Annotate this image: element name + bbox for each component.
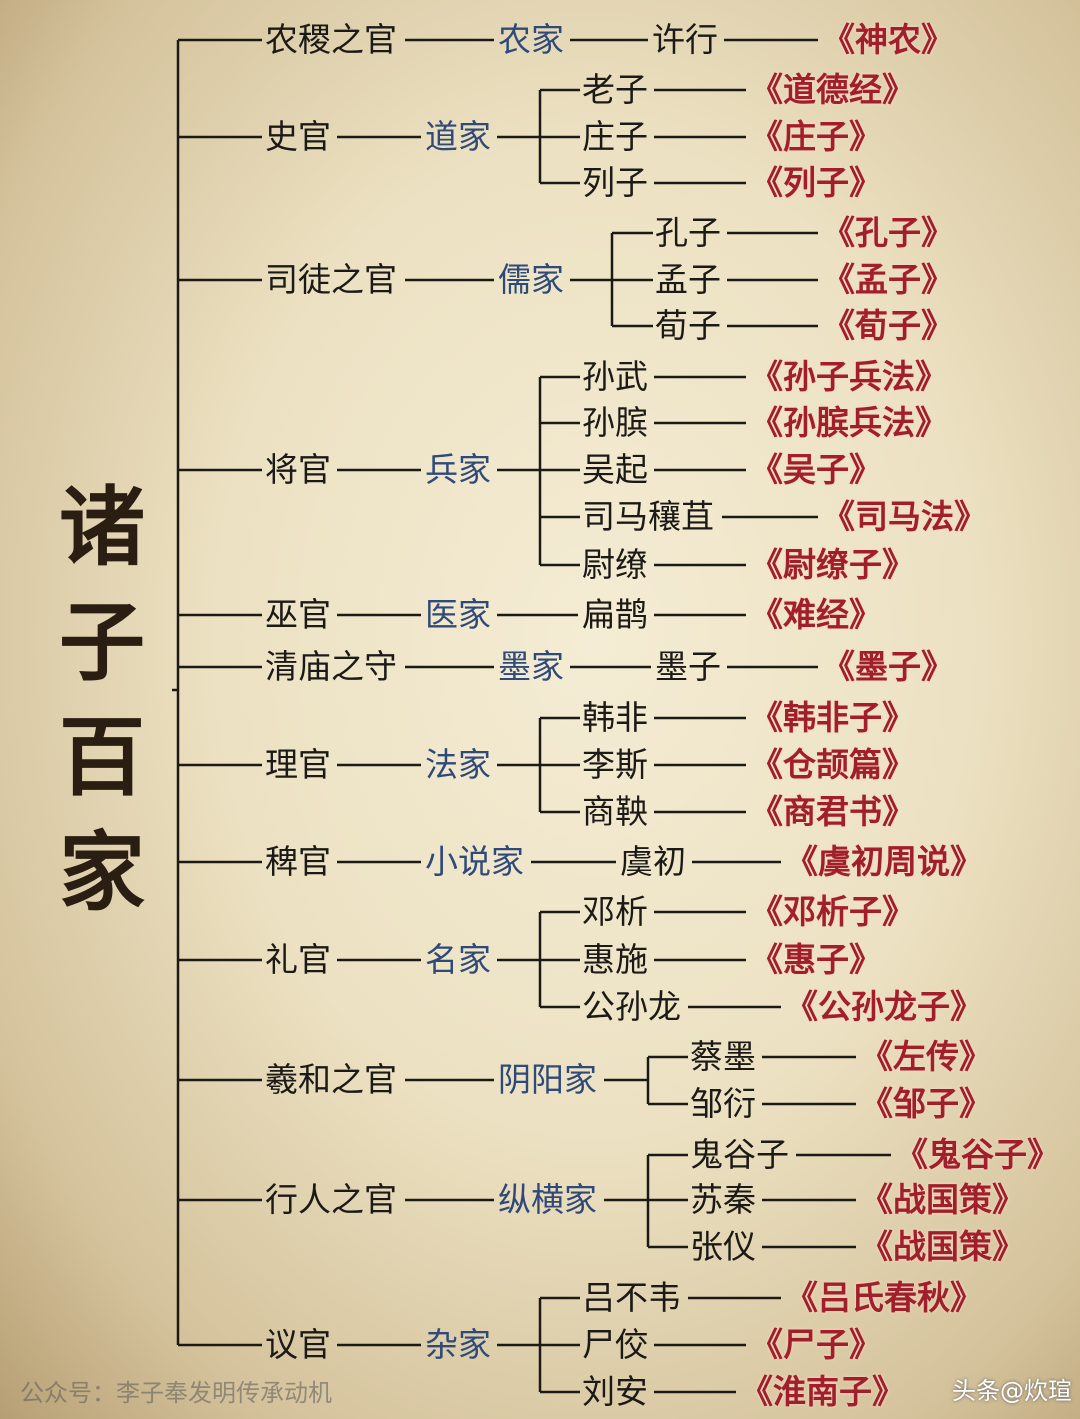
- school-label: 名家: [425, 940, 491, 979]
- person-label: 蔡墨: [690, 1037, 756, 1076]
- person-label: 吕不韦: [582, 1278, 681, 1317]
- person-label: 许行: [652, 20, 718, 59]
- book-title: 《公孙龙子》: [785, 987, 983, 1026]
- diagram-title: 诸 子 百 家: [52, 470, 152, 930]
- book-title: 《吴子》: [750, 450, 882, 489]
- book-title: 《孔子》: [822, 213, 954, 252]
- book-title: 《墨子》: [822, 647, 954, 686]
- person-label: 吴起: [582, 450, 648, 489]
- person-label: 鬼谷子: [690, 1135, 789, 1174]
- official-label: 清庙之守: [265, 647, 397, 686]
- book-title: 《战国策》: [860, 1180, 1025, 1219]
- official-label: 行人之官: [265, 1180, 397, 1219]
- person-label: 老子: [582, 70, 648, 109]
- title-char: 百: [59, 707, 145, 808]
- toutiao-watermark: 头条@炊瑄: [952, 1377, 1072, 1405]
- school-label: 纵横家: [498, 1180, 597, 1219]
- book-title: 《商君书》: [750, 792, 915, 831]
- person-label: 韩非: [582, 698, 648, 737]
- person-label: 司马穰苴: [582, 497, 714, 536]
- school-label: 农家: [498, 20, 564, 59]
- official-label: 司徒之官: [265, 260, 397, 299]
- person-label: 孙武: [582, 357, 648, 396]
- person-label: 尉缭: [582, 545, 648, 584]
- book-title: 《邹子》: [860, 1084, 992, 1123]
- book-title: 《难经》: [750, 595, 882, 634]
- school-label: 儒家: [498, 260, 564, 299]
- book-title: 《列子》: [750, 163, 882, 202]
- school-label: 杂家: [425, 1325, 491, 1364]
- official-label: 农稷之官: [265, 20, 397, 59]
- person-label: 庄子: [582, 117, 648, 156]
- book-title: 《尸子》: [750, 1325, 882, 1364]
- book-title: 《淮南子》: [740, 1372, 905, 1411]
- person-label: 扁鹊: [582, 595, 648, 634]
- person-label: 墨子: [655, 647, 721, 686]
- book-title: 《尉缭子》: [750, 545, 915, 584]
- person-label: 孙膑: [582, 403, 648, 442]
- person-label: 孔子: [655, 213, 721, 252]
- school-label: 医家: [425, 595, 491, 634]
- official-label: 礼官: [265, 940, 331, 979]
- person-label: 荀子: [655, 306, 721, 345]
- book-title: 《邓析子》: [750, 892, 915, 931]
- book-title: 《虞初周说》: [785, 842, 983, 881]
- title-char: 家: [59, 822, 145, 923]
- person-label: 邓析: [582, 892, 648, 931]
- school-label: 墨家: [498, 647, 564, 686]
- book-title: 《道德经》: [750, 70, 915, 109]
- official-label: 史官: [265, 117, 331, 156]
- school-label: 法家: [425, 745, 491, 784]
- book-title: 《庄子》: [750, 117, 882, 156]
- person-label: 公孙龙: [582, 987, 681, 1026]
- official-label: 稗官: [265, 842, 331, 881]
- wechat-watermark: 公众号：李子奉发明传承动机: [20, 1379, 332, 1407]
- book-title: 《鬼谷子》: [895, 1135, 1060, 1174]
- person-label: 李斯: [582, 745, 648, 784]
- person-label: 邹衍: [690, 1084, 756, 1123]
- person-label: 刘安: [582, 1372, 648, 1411]
- book-title: 《神农》: [822, 20, 954, 59]
- book-title: 《孙子兵法》: [750, 357, 948, 396]
- book-title: 《荀子》: [822, 306, 954, 345]
- official-label: 羲和之官: [265, 1060, 397, 1099]
- school-label: 道家: [425, 117, 491, 156]
- person-label: 列子: [582, 163, 648, 202]
- book-title: 《孙膑兵法》: [750, 403, 948, 442]
- book-title: 《司马法》: [822, 497, 987, 536]
- official-label: 巫官: [265, 595, 331, 634]
- school-label: 小说家: [425, 842, 524, 881]
- official-label: 将官: [265, 450, 331, 489]
- person-label: 商鞅: [582, 792, 648, 831]
- book-title: 《韩非子》: [750, 698, 915, 737]
- official-label: 议官: [265, 1325, 331, 1364]
- book-title: 《战国策》: [860, 1227, 1025, 1266]
- person-label: 孟子: [655, 260, 721, 299]
- book-title: 《吕氏春秋》: [785, 1278, 983, 1317]
- book-title: 《仓颉篇》: [750, 745, 915, 784]
- book-title: 《孟子》: [822, 260, 954, 299]
- title-char: 子: [59, 592, 145, 693]
- school-label: 阴阳家: [498, 1060, 597, 1099]
- person-label: 惠施: [582, 940, 648, 979]
- title-char: 诸: [59, 477, 145, 578]
- official-label: 理官: [265, 745, 331, 784]
- person-label: 张仪: [690, 1227, 756, 1266]
- book-title: 《左传》: [860, 1037, 992, 1076]
- person-label: 虞初: [620, 842, 686, 881]
- book-title: 《惠子》: [750, 940, 882, 979]
- school-label: 兵家: [425, 450, 491, 489]
- person-label: 苏秦: [690, 1180, 756, 1219]
- person-label: 尸佼: [582, 1325, 648, 1364]
